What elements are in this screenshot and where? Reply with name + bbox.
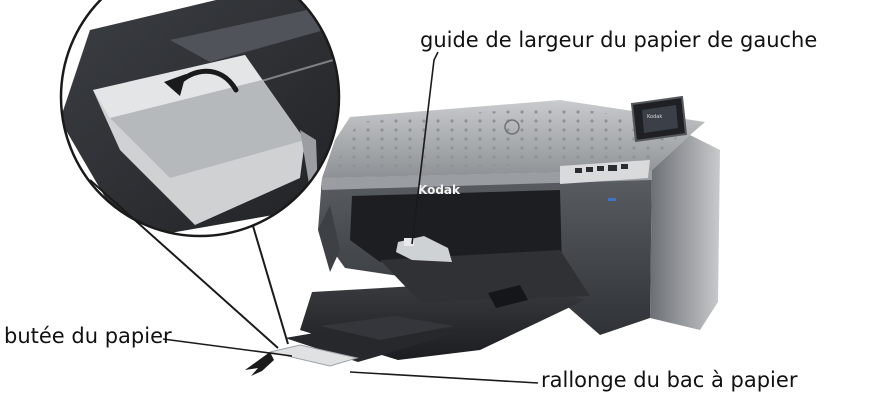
printer-body: Kodak Kodak <box>318 95 720 335</box>
leader-guide <box>411 51 439 245</box>
rotate-arrow-head-icon <box>164 74 186 96</box>
label-paper-stop: butée du papier <box>4 324 172 348</box>
tray-floor <box>380 250 590 302</box>
control-button <box>586 167 593 172</box>
left-guide-tab <box>404 238 414 246</box>
control-button <box>597 166 604 171</box>
zoom-tray-rail <box>170 5 339 62</box>
lcd-text: Kodak <box>647 114 662 120</box>
lid-texture <box>336 106 690 170</box>
paper-stop <box>269 344 359 367</box>
status-light <box>608 198 616 201</box>
label-tray-extension: rallonge du bac à papier <box>541 368 798 392</box>
zoom-circle-border <box>59 0 341 238</box>
right-width-guide <box>488 285 528 308</box>
zoom-paper-stop-face <box>110 80 305 178</box>
tray-extension-inner <box>320 316 454 340</box>
zoom-callout <box>59 0 341 349</box>
leader-lines <box>162 51 539 384</box>
control-button <box>608 165 617 171</box>
printer-side-panel <box>650 135 720 330</box>
control-button <box>575 168 582 173</box>
brand-logo: Kodak <box>418 183 461 197</box>
control-buttons <box>575 164 628 173</box>
zoom-connector-right <box>252 225 289 345</box>
lid-logo-icon <box>504 119 520 135</box>
label-left-paper-width-guide: guide de largeur du papier de gauche <box>420 28 818 52</box>
lcd-display <box>642 105 678 133</box>
leader-rallonge <box>349 371 539 384</box>
left-side-clip <box>318 205 340 272</box>
leader-butee <box>162 338 293 357</box>
zoom-connector-left <box>89 179 279 349</box>
arrow-icon <box>245 352 274 376</box>
control-button <box>621 164 628 169</box>
paper-tray <box>245 236 590 376</box>
